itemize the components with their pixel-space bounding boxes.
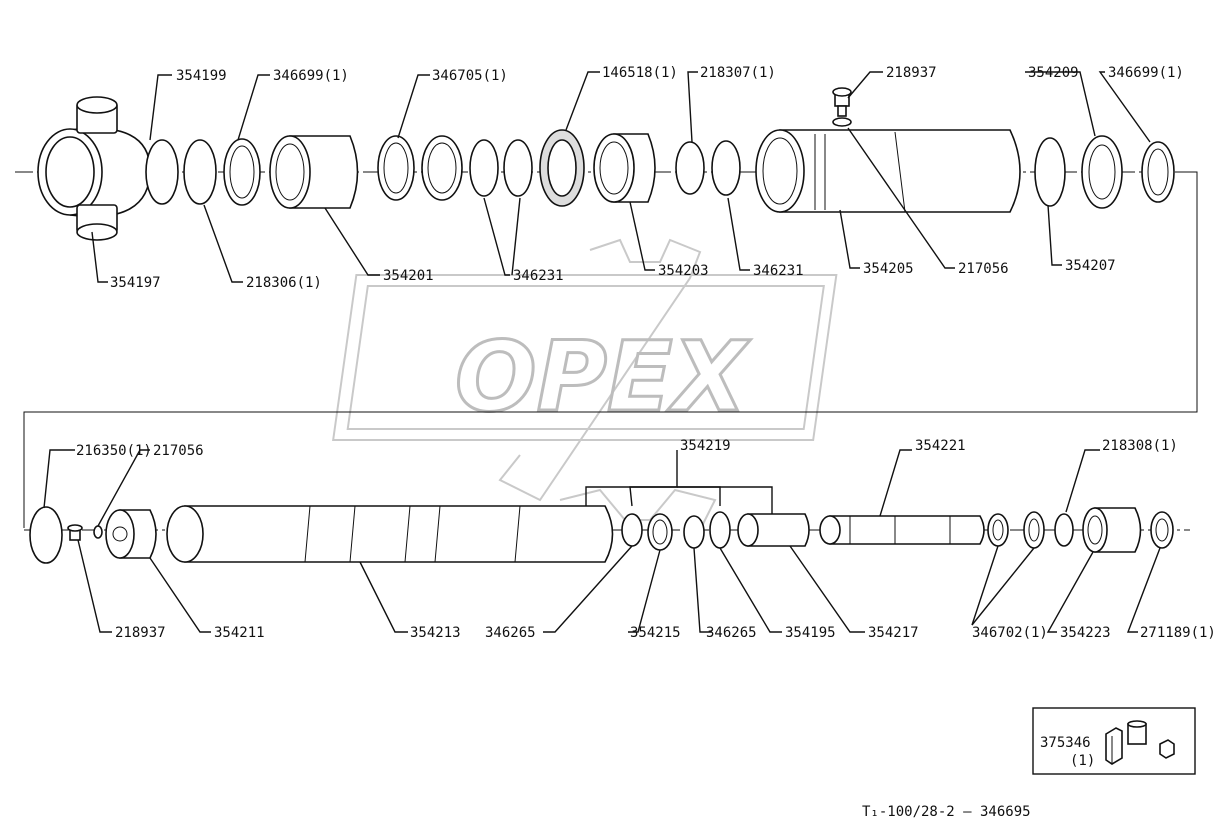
label-346265-b: 346265 bbox=[706, 625, 757, 641]
part-218306-o-ring bbox=[183, 139, 217, 205]
kit-code: 375346 bbox=[1040, 735, 1091, 751]
label-354215: 354215 bbox=[630, 625, 681, 641]
label-146518: 146518(1) bbox=[602, 65, 678, 81]
label-354199: 354199 bbox=[176, 68, 227, 84]
part-354201-bushing bbox=[269, 135, 359, 209]
part-346231-ring-b bbox=[503, 139, 533, 197]
label-346705: 346705(1) bbox=[432, 68, 508, 84]
repair-kit-box: 375346 (1) bbox=[1032, 707, 1196, 775]
label-354221: 354221 bbox=[915, 438, 966, 454]
part-346702-seal-b bbox=[1023, 511, 1045, 549]
part-346702-seal-a bbox=[987, 513, 1009, 547]
part-354207-ring bbox=[1034, 137, 1066, 207]
label-354213: 354213 bbox=[410, 625, 461, 641]
part-218937-plug-b bbox=[67, 524, 83, 541]
label-216350: 216350(1) bbox=[76, 443, 152, 459]
label-354203: 354203 bbox=[658, 263, 709, 279]
label-354219: 354219 bbox=[680, 438, 731, 454]
label-346699-b: 346699(1) bbox=[1108, 65, 1184, 81]
label-354209: 354209 bbox=[1028, 65, 1079, 81]
part-354223-end-nut bbox=[1082, 507, 1142, 553]
label-354217: 354217 bbox=[868, 625, 919, 641]
part-354195-ring bbox=[709, 511, 731, 549]
part-346231-gland-seal bbox=[421, 135, 463, 201]
label-217056-bot: 217056 bbox=[153, 443, 204, 459]
label-218306: 218306(1) bbox=[246, 275, 322, 291]
part-218937-plug bbox=[832, 87, 852, 117]
label-346265-a: 346265 bbox=[485, 625, 536, 641]
kit-block-icon bbox=[1105, 727, 1123, 765]
label-218937-top: 218937 bbox=[886, 65, 937, 81]
kit-cube-icon bbox=[1159, 739, 1175, 759]
callout-labels: 354199 346699(1) 346705(1) 146518(1) 218… bbox=[76, 65, 1216, 641]
part-354211-piston-head bbox=[105, 509, 157, 559]
part-346699-seal-a bbox=[223, 138, 261, 206]
part-354221-shaft bbox=[819, 515, 985, 545]
label-346702: 346702(1) bbox=[972, 625, 1048, 641]
part-218307-o-ring bbox=[675, 141, 705, 195]
bottom-assembly bbox=[29, 505, 1174, 564]
part-354215-sleeve bbox=[647, 513, 673, 551]
part-346265-ring-b bbox=[683, 515, 705, 549]
label-354207: 354207 bbox=[1065, 258, 1116, 274]
label-217056-top: 217056 bbox=[958, 261, 1009, 277]
leader-lines bbox=[43, 71, 1161, 633]
part-218308-o-ring bbox=[1054, 513, 1074, 547]
label-354223: 354223 bbox=[1060, 625, 1111, 641]
drawing-designation: T₁-100/28-2 — 346695 bbox=[862, 804, 1031, 820]
part-346699-seal-b bbox=[1141, 141, 1175, 203]
label-346231-b: 346231 bbox=[753, 263, 804, 279]
part-354197-cross-tube bbox=[37, 96, 151, 241]
label-354195: 354195 bbox=[785, 625, 836, 641]
part-217056-washer-b bbox=[93, 525, 103, 539]
part-216350-ring bbox=[29, 506, 63, 564]
label-346231-a: 346231 bbox=[513, 268, 564, 284]
label-346699-a: 346699(1) bbox=[273, 68, 349, 84]
part-346705-wiper bbox=[377, 135, 415, 201]
part-217056-washer bbox=[832, 117, 852, 127]
opex-watermark: OPEX bbox=[332, 238, 838, 531]
label-354205: 354205 bbox=[863, 261, 914, 277]
top-assembly bbox=[37, 87, 1175, 241]
part-354209-nut bbox=[1081, 135, 1123, 209]
label-354211: 354211 bbox=[214, 625, 265, 641]
label-218937-bot: 218937 bbox=[115, 625, 166, 641]
part-354203-guide bbox=[593, 133, 656, 203]
label-218308: 218308(1) bbox=[1102, 438, 1178, 454]
part-346231-ring-a bbox=[469, 139, 499, 197]
label-354201: 354201 bbox=[383, 268, 434, 284]
part-354213-piston-rod bbox=[166, 505, 614, 563]
part-146518-seal bbox=[539, 129, 585, 207]
label-271189: 271189(1) bbox=[1140, 625, 1216, 641]
part-346231-ring-c bbox=[711, 140, 741, 196]
label-218307: 218307(1) bbox=[700, 65, 776, 81]
part-354199-snap-ring bbox=[145, 139, 179, 205]
part-354217-sleeve bbox=[737, 513, 810, 547]
part-271189-seal bbox=[1150, 511, 1174, 549]
kit-cylinder-icon bbox=[1127, 720, 1147, 745]
label-354197: 354197 bbox=[110, 275, 161, 291]
part-346265-ring-a bbox=[621, 513, 643, 547]
kit-qty: (1) bbox=[1070, 753, 1095, 769]
watermark-text: OPEX bbox=[455, 321, 751, 433]
part-354205-cylinder-tube bbox=[755, 129, 1021, 213]
